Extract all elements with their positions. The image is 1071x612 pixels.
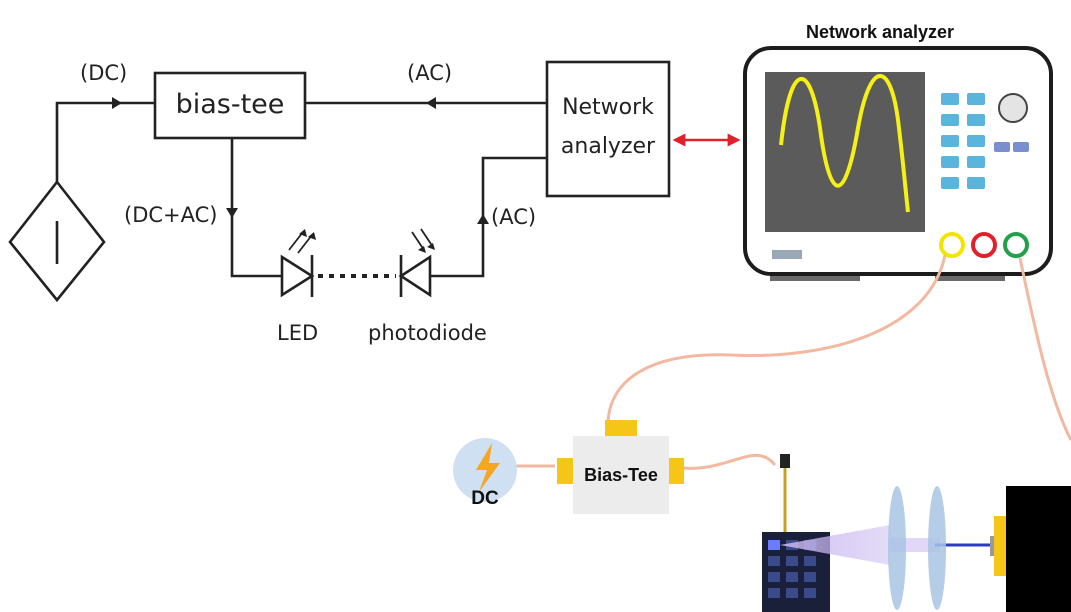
instrument-title: Network analyzer — [806, 22, 954, 42]
bias-tee-device-label: Bias-Tee — [584, 465, 658, 485]
lens-2 — [928, 486, 946, 610]
chip-active-pixel — [768, 540, 780, 550]
chip-pixel — [804, 572, 816, 582]
key-7 — [941, 156, 959, 168]
arrowhead-ac-top — [426, 97, 436, 109]
bias-tee-device — [557, 420, 684, 514]
led-emission-arrow-2 — [297, 234, 313, 254]
lightning-bolt-icon — [476, 443, 500, 492]
led-diode-symbol — [280, 254, 315, 298]
cable-biastee-to-probe — [681, 453, 777, 470]
photodetector-body — [1006, 486, 1071, 612]
key-9 — [941, 177, 959, 189]
label-ac-top: (AC) — [407, 61, 452, 85]
cable-port-to-detector — [1018, 257, 1071, 441]
arrowhead-dc — [112, 97, 122, 109]
keypad — [941, 93, 985, 189]
key-3 — [941, 114, 959, 126]
wire-source-to-biastee — [55, 101, 155, 182]
cable-port-to-biastee — [606, 254, 947, 423]
control-knob — [998, 93, 1028, 123]
pd-incoming-arrow-2 — [420, 228, 434, 248]
key-8 — [967, 156, 985, 168]
side-button-1 — [994, 142, 1010, 152]
bias-tee-body — [573, 436, 669, 514]
chip-pixel — [768, 572, 780, 582]
bias-tee-connector-right — [668, 458, 684, 484]
chip-pixel — [786, 556, 798, 566]
pd-incoming-arrow-1 — [411, 231, 425, 251]
key-5 — [941, 135, 959, 147]
key-1 — [941, 93, 959, 105]
label-photodiode: photodiode — [368, 321, 487, 345]
led-arrowtip-2 — [308, 232, 316, 240]
dc-source-label: DC — [471, 488, 499, 509]
key-6 — [967, 135, 985, 147]
bias-tee-connector-top — [605, 420, 637, 436]
schematic-arrowheads — [112, 97, 489, 253]
cables — [515, 254, 1071, 470]
network-analyzer-instrument — [743, 46, 1053, 281]
probe-tip — [780, 454, 790, 468]
side-button-2 — [1013, 142, 1029, 152]
chip-pixel — [768, 556, 780, 566]
bias-tee-box-label: bias-tee — [176, 89, 285, 120]
arrowhead-ac-right — [477, 214, 489, 224]
sine-wave-trace — [779, 74, 910, 213]
chip-pixel — [786, 572, 798, 582]
pd-arrowtip-1 — [418, 246, 426, 253]
detector-connector — [994, 516, 1006, 576]
port-yellow — [939, 232, 965, 258]
photodiode-symbol — [398, 254, 432, 298]
wire-biastee-to-led — [230, 138, 282, 278]
port-green — [1003, 232, 1029, 258]
arrowhead-dc-ac — [226, 208, 238, 218]
port-red — [971, 232, 997, 258]
bias-tee-box — [153, 71, 307, 140]
instrument-screen — [765, 72, 925, 232]
key-2 — [967, 93, 985, 105]
label-ac-right: (AC) — [491, 205, 536, 229]
label-led: LED — [277, 321, 318, 345]
key-4 — [967, 114, 985, 126]
led-emission-arrow-1 — [288, 231, 304, 251]
chip-pixel — [804, 556, 816, 566]
label-dc-top: (DC) — [80, 61, 127, 85]
label-dc-ac: (DC+AC) — [124, 203, 217, 227]
screen-indicator — [772, 250, 802, 259]
key-10 — [967, 177, 985, 189]
light-beam-diverging — [780, 525, 890, 565]
pd-arrowtip-2 — [427, 243, 435, 250]
lens-1 — [888, 486, 906, 610]
chip-pixel — [804, 588, 816, 598]
network-analyzer-box-line1: Network — [562, 95, 654, 120]
chip-pixel — [786, 588, 798, 598]
network-analyzer-box — [545, 60, 671, 198]
chip-pixel — [768, 588, 780, 598]
bias-tee-connector-left — [557, 458, 573, 484]
led-arrowtip-1 — [299, 229, 307, 237]
schematic — [8, 60, 671, 303]
network-analyzer-box-line2: analyzer — [561, 134, 656, 159]
